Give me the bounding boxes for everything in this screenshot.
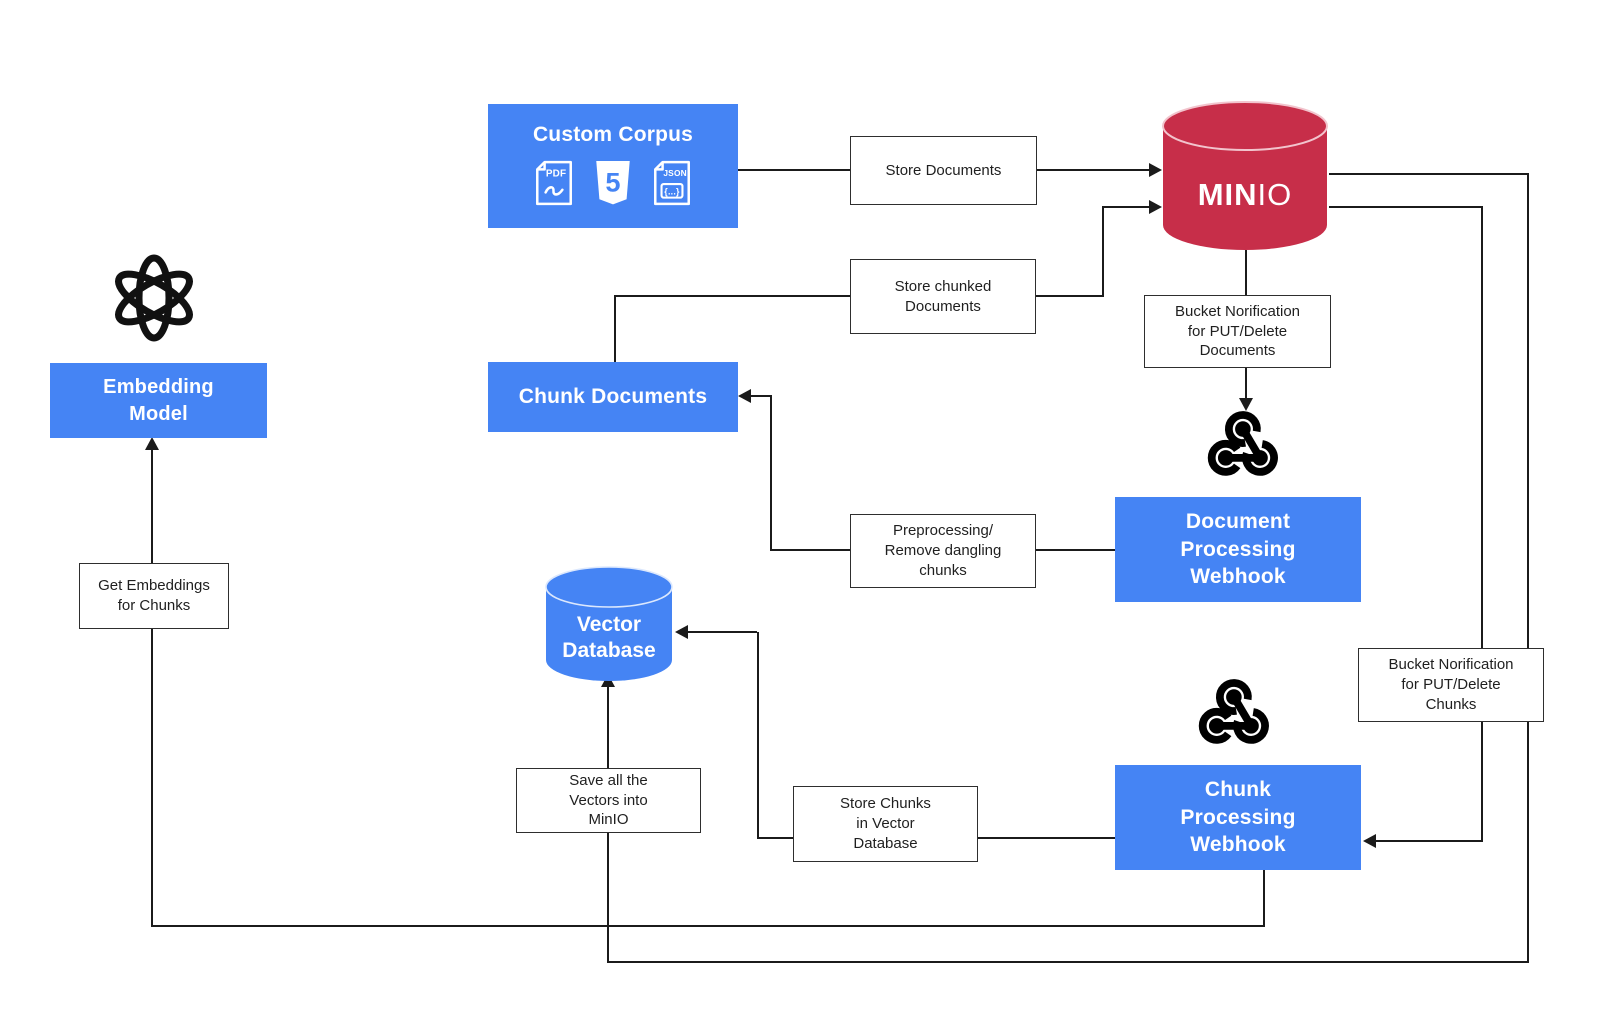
node-custom-corpus: Custom Corpus PDF 5 JSON {...} — [488, 104, 738, 228]
connector-minio-right-second — [1329, 206, 1483, 208]
arrowhead-into-chunk-documents — [738, 389, 751, 403]
connector-store-chunks-rise — [757, 632, 759, 839]
svg-text:Vector: Vector — [577, 613, 641, 636]
node-chunk-processing-webhook: Chunk Processing Webhook — [1115, 765, 1361, 870]
edge-label-store-documents: Store Documents — [850, 136, 1037, 205]
arrowhead-into-embedding-model — [145, 437, 159, 450]
node-chunk-documents: Chunk Documents — [488, 362, 738, 432]
connector-preprocessing-into-chunk — [751, 395, 772, 397]
edge-label-store-chunked-documents: Store chunked Documents — [850, 259, 1036, 334]
svg-text:MINIO: MINIO — [1198, 177, 1293, 212]
connector-minio-right-top — [1329, 173, 1529, 175]
svg-text:Database: Database — [562, 639, 655, 662]
svg-text:PDF: PDF — [546, 168, 566, 179]
connector-embeddings-long — [151, 925, 1265, 927]
connector-outer-down — [1527, 173, 1529, 963]
arrowhead-into-minio-bottom — [1149, 200, 1162, 214]
edge-label-bucket-notification-chunks: Bucket Norification for PUT/Delete Chunk… — [1358, 648, 1544, 722]
json-file-icon: JSON {...} — [654, 160, 690, 205]
edge-label-get-embeddings: Get Embeddings for Chunks — [79, 563, 229, 629]
node-document-processing-webhook: Document Processing Webhook — [1115, 497, 1361, 602]
vector-database-cylinder: Vector Database — [545, 566, 673, 681]
connector-notif-chunks-down — [1481, 206, 1483, 842]
svg-text:JSON: JSON — [663, 168, 687, 178]
webhook-icon — [1198, 679, 1269, 744]
connector-embeddings-rise — [151, 448, 153, 927]
arrowhead-into-chunk-webhook — [1363, 834, 1376, 848]
connector-into-vector-db — [688, 631, 757, 633]
svg-text:5: 5 — [605, 166, 620, 197]
html5-icon: 5 — [596, 160, 630, 205]
edge-label-preprocessing: Preprocessing/ Remove dangling chunks — [850, 514, 1036, 588]
node-embedding-model: Embedding Model — [50, 363, 267, 438]
custom-corpus-icon-row: PDF 5 JSON {...} — [534, 160, 692, 206]
arrowhead-into-webhook-docs — [1239, 398, 1253, 411]
arrowhead-into-vector-db-right — [675, 625, 688, 639]
connector-bottom-long — [607, 961, 1529, 963]
connector-into-chunk-webhook — [1376, 840, 1483, 842]
edge-label-save-vectors: Save all the Vectors into MinIO — [516, 768, 701, 833]
atom-icon — [115, 254, 193, 342]
connector-notif-docs-to-webhook — [1245, 368, 1247, 399]
connector-preprocessing-rise — [770, 396, 772, 551]
edge-label-store-chunks: Store Chunks in Vector Database — [793, 786, 978, 862]
pdf-file-icon: PDF — [536, 160, 572, 205]
connector-chunk-webhook-drop — [1263, 870, 1265, 926]
connector-chunked-rise — [1102, 207, 1104, 297]
webhook-icon — [1207, 411, 1278, 476]
arrowhead-into-minio-top — [1149, 163, 1162, 177]
connector-chunked-into-minio — [1102, 206, 1149, 208]
edge-label-bucket-notification-documents: Bucket Norification for PUT/Delete Docum… — [1144, 295, 1331, 368]
minio-cylinder: MINIO — [1162, 101, 1328, 250]
connector-chunked-up — [614, 296, 616, 362]
svg-text:{...}: {...} — [664, 186, 680, 196]
connector-minio-to-notif-docs — [1245, 250, 1247, 295]
custom-corpus-title: Custom Corpus — [532, 123, 694, 146]
